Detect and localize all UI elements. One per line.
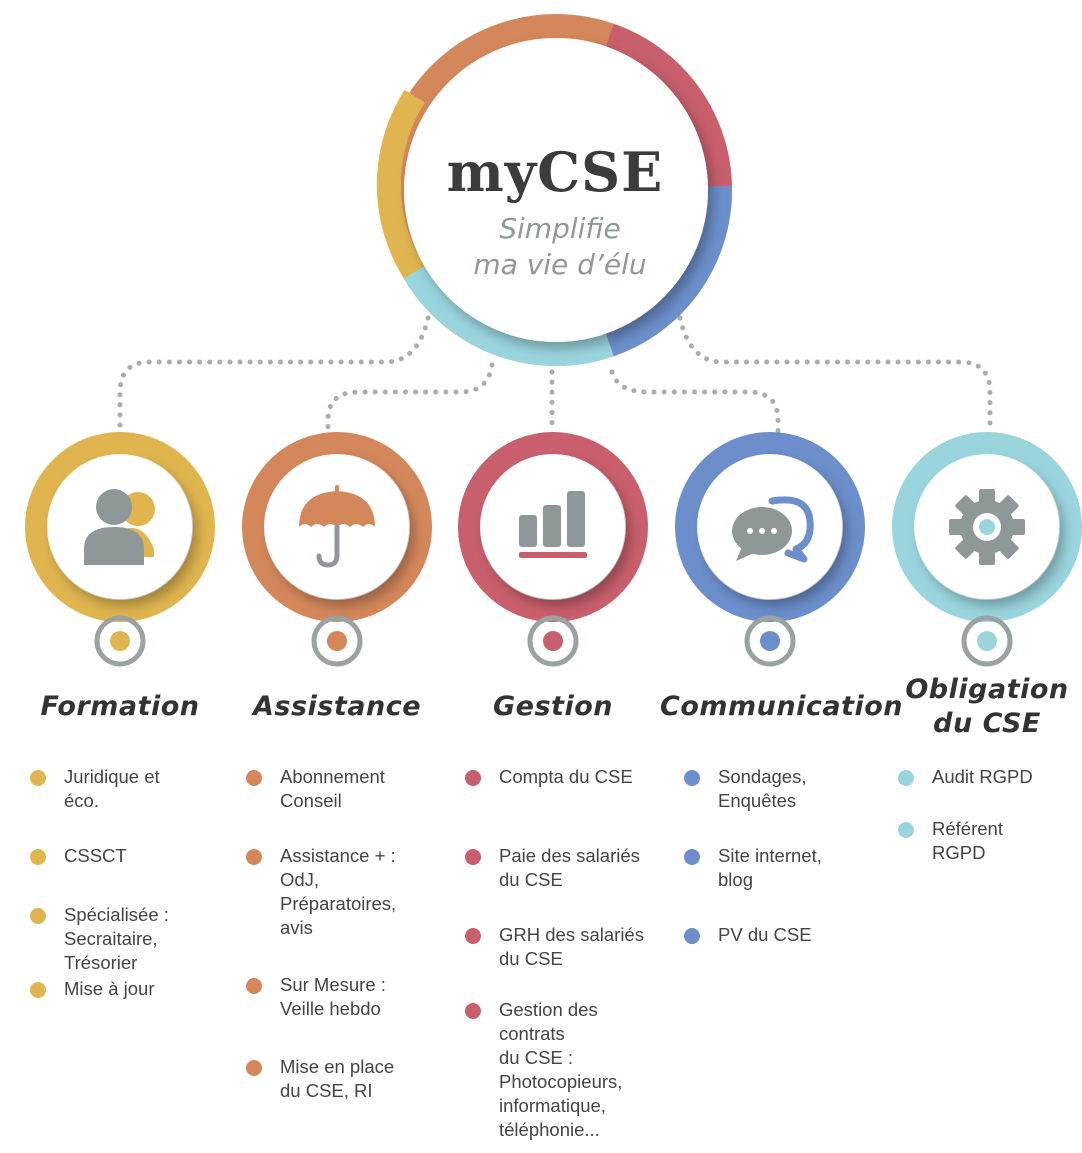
target-marker-ring [527,615,579,667]
hub-tagline-line-2: ma vie d’élu [473,248,647,281]
connector-lines [117,315,993,435]
bullet-dot [465,1003,481,1019]
category-title-communication: Communication [660,691,903,722]
list-item: Compta du CSE [465,765,689,789]
list-item: Juridique et éco. [30,765,254,813]
list-item: Sondages, Enquêtes [684,765,908,813]
connector-communication [609,369,781,435]
category-disc [48,455,192,599]
bar-chart-icon [519,491,587,558]
list-item-label: Site internet, blog [718,845,822,890]
target-marker-dot [760,631,780,651]
list-item: Mise en place du CSE, RI [246,1055,470,1103]
bullet-dot [246,978,262,994]
category-ring [892,432,1082,622]
category-ring [675,432,865,622]
hub-ring-segment-gestion [605,23,732,187]
category-title-obligation: Obligation du CSE [905,674,1069,739]
list-item-label: Mise à jour [64,978,155,999]
list-item: Sur Mesure : Veille hebdo [246,973,470,1021]
list-item-label: Juridique et éco. [64,766,160,811]
list-item: Spécialisée : Secraitaire, Trésorier [30,903,254,975]
target-marker-dot [327,631,347,651]
list-item: CSSCT [30,844,254,868]
target-marker-dot [543,631,563,651]
list-item: PV du CSE [684,923,908,947]
list-item: Assistance + : OdJ, Préparatoires, avis [246,844,470,940]
category-title-assistance: Assistance [252,691,422,722]
list-item-label: Sur Mesure : Veille hebdo [280,974,386,1019]
target-marker-dot [977,631,997,651]
target-marker-ring [961,615,1013,667]
category-node-gestion [458,432,648,667]
list-item: GRH des salariés du CSE [465,923,689,971]
connector-assistance [325,362,495,435]
category-node-assistance [242,432,432,667]
target-marker-ring [744,615,796,667]
target-marker-ring [94,615,146,667]
list-item-label: Audit RGPD [932,766,1033,787]
category-node-obligation [892,432,1082,667]
category-ring [242,432,432,622]
bullet-dot [684,770,700,786]
list-item-label: Abonnement Conseil [280,766,385,811]
list-item-label: Spécialisée : Secraitaire, Trésorier [64,904,169,973]
bullet-dot [246,770,262,786]
target-marker-dot [110,631,130,651]
hub-ring-segment-formation [376,89,425,279]
list-item: Mise à jour [30,977,254,1001]
hub-ring [376,14,732,366]
list-item-label: PV du CSE [718,924,812,945]
umbrella-icon [299,485,375,568]
list-item-label: Mise en place du CSE, RI [280,1056,395,1101]
connector-formation [117,315,431,433]
category-node-formation [25,432,215,667]
gear-icon [949,489,1025,565]
hub-ring-segment-obligation [403,265,614,366]
bullet-dot [30,849,46,865]
bullet-dot [30,770,46,786]
bullet-dot [898,770,914,786]
bullet-dot [465,770,481,786]
category-nodes [25,432,1082,667]
list-item: Gestion des contrats du CSE : Photocopie… [465,998,689,1142]
list-item-label: Compta du CSE [499,766,633,787]
bullet-dot [30,908,46,924]
list-item-label: Sondages, Enquêtes [718,766,807,811]
list-item-label: Gestion des contrats du CSE : Photocopie… [499,999,623,1140]
list-item-label: Paie des salariés du CSE [499,845,640,890]
hub-disc [404,38,708,342]
bullet-dot [465,928,481,944]
category-ring [458,432,648,622]
users-icon [84,489,155,565]
list-item: Site internet, blog [684,844,908,892]
chat-bubbles-icon [732,496,814,563]
bullet-dot [684,849,700,865]
bullet-dot [30,982,46,998]
target-marker-ring [311,615,363,667]
connector-obligation [677,315,993,433]
bullet-dot [898,822,914,838]
list-item: Référent RGPD [898,817,1082,865]
hub-ring-segment-communication [605,185,732,357]
hub-title: myCSE [446,140,664,204]
bullet-dot [246,849,262,865]
bullet-dot [465,849,481,865]
hub-tagline-line-1: Simplifie [499,212,621,245]
list-item: Paie des salariés du CSE [465,844,689,892]
category-node-communication [675,432,865,667]
bullet-dot [684,928,700,944]
category-ring [25,432,215,622]
list-item-label: CSSCT [64,845,127,866]
list-item-label: Assistance + : OdJ, Préparatoires, avis [280,845,397,938]
category-title-formation: Formation [40,691,200,722]
bullet-dot [246,1060,262,1076]
list-item-label: GRH des salariés du CSE [499,924,644,969]
list-item-label: Référent RGPD [932,818,1003,863]
list-item: Audit RGPD [898,765,1082,789]
category-title-gestion: Gestion [493,691,613,722]
list-item: Abonnement Conseil [246,765,470,813]
